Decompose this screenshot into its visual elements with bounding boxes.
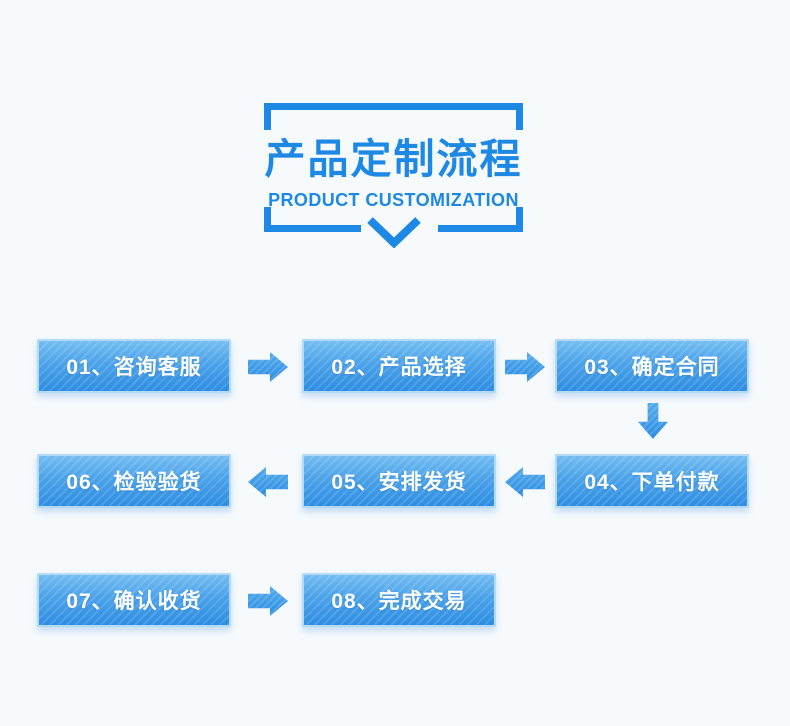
arrow-left-icon [505, 467, 545, 497]
step-box-02: 02、产品选择 [302, 339, 496, 393]
step-box-01: 01、咨询客服 [37, 339, 231, 393]
chevron-down-icon [366, 217, 421, 248]
arrow-down-icon [638, 403, 668, 439]
title-frame: 产品定制流程 PRODUCT CUSTOMIZATION [264, 103, 523, 248]
page-title: 产品定制流程 [264, 136, 523, 182]
title-frame-bottom-right-bracket [438, 207, 523, 232]
title-frame-top-bracket [264, 103, 523, 130]
arrow-right-icon [248, 352, 288, 382]
arrow-right-icon [248, 586, 288, 616]
step-box-08: 08、完成交易 [302, 573, 496, 627]
arrow-left-icon [248, 467, 288, 497]
step-box-05: 05、安排发货 [302, 454, 496, 508]
step-box-04: 04、下单付款 [555, 454, 749, 508]
step-box-03: 03、确定合同 [555, 339, 749, 393]
arrow-right-icon [505, 352, 545, 382]
step-box-07: 07、确认收货 [37, 573, 231, 627]
page-subtitle: PRODUCT CUSTOMIZATION [268, 190, 519, 210]
title-frame-bottom-left-bracket [264, 207, 361, 232]
step-box-06: 06、检验验货 [37, 454, 231, 508]
